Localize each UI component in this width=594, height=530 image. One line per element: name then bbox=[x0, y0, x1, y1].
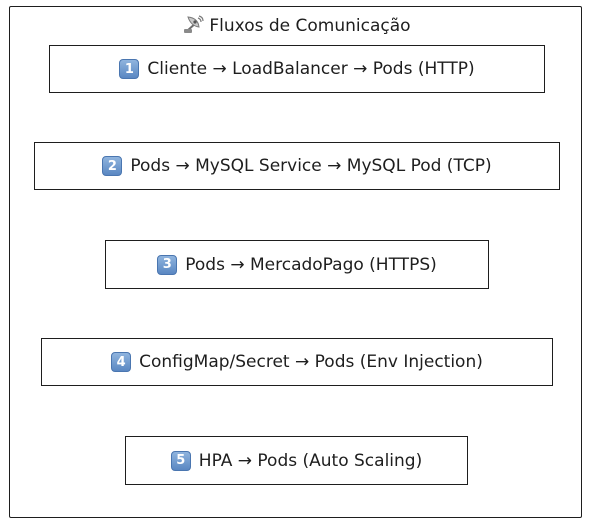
keycap-number-badge: 2 bbox=[102, 156, 123, 176]
flow-box-1: 1 Cliente → LoadBalancer → Pods (HTTP) bbox=[49, 45, 545, 93]
flow-box-4: 4 ConfigMap/Secret → Pods (Env Injection… bbox=[41, 338, 553, 386]
flow-label: Pods → MySQL Service → MySQL Pod (TCP) bbox=[130, 156, 492, 176]
keycap-number-badge: 1 bbox=[119, 59, 140, 79]
keycap-number-badge: 3 bbox=[157, 254, 178, 275]
flow-box-3: 3 Pods → MercadoPago (HTTPS) bbox=[105, 240, 489, 289]
diagram-frame bbox=[9, 6, 582, 518]
flow-box-2: 2 Pods → MySQL Service → MySQL Pod (TCP) bbox=[34, 142, 560, 190]
diagram-title-text: Fluxos de Comunicação bbox=[209, 16, 411, 36]
flow-label: ConfigMap/Secret → Pods (Env Injection) bbox=[139, 352, 483, 372]
flow-label: HPA → Pods (Auto Scaling) bbox=[198, 450, 423, 471]
flow-label: Cliente → LoadBalancer → Pods (HTTP) bbox=[147, 59, 475, 79]
flow-label: Pods → MercadoPago (HTTPS) bbox=[185, 254, 437, 275]
keycap-number-badge: 4 bbox=[111, 352, 132, 372]
flow-box-5: 5 HPA → Pods (Auto Scaling) bbox=[125, 436, 468, 485]
diagram-title: Fluxos de Comunicação bbox=[0, 14, 594, 41]
satellite-antenna-icon bbox=[183, 14, 205, 41]
keycap-number-badge: 5 bbox=[170, 450, 191, 471]
